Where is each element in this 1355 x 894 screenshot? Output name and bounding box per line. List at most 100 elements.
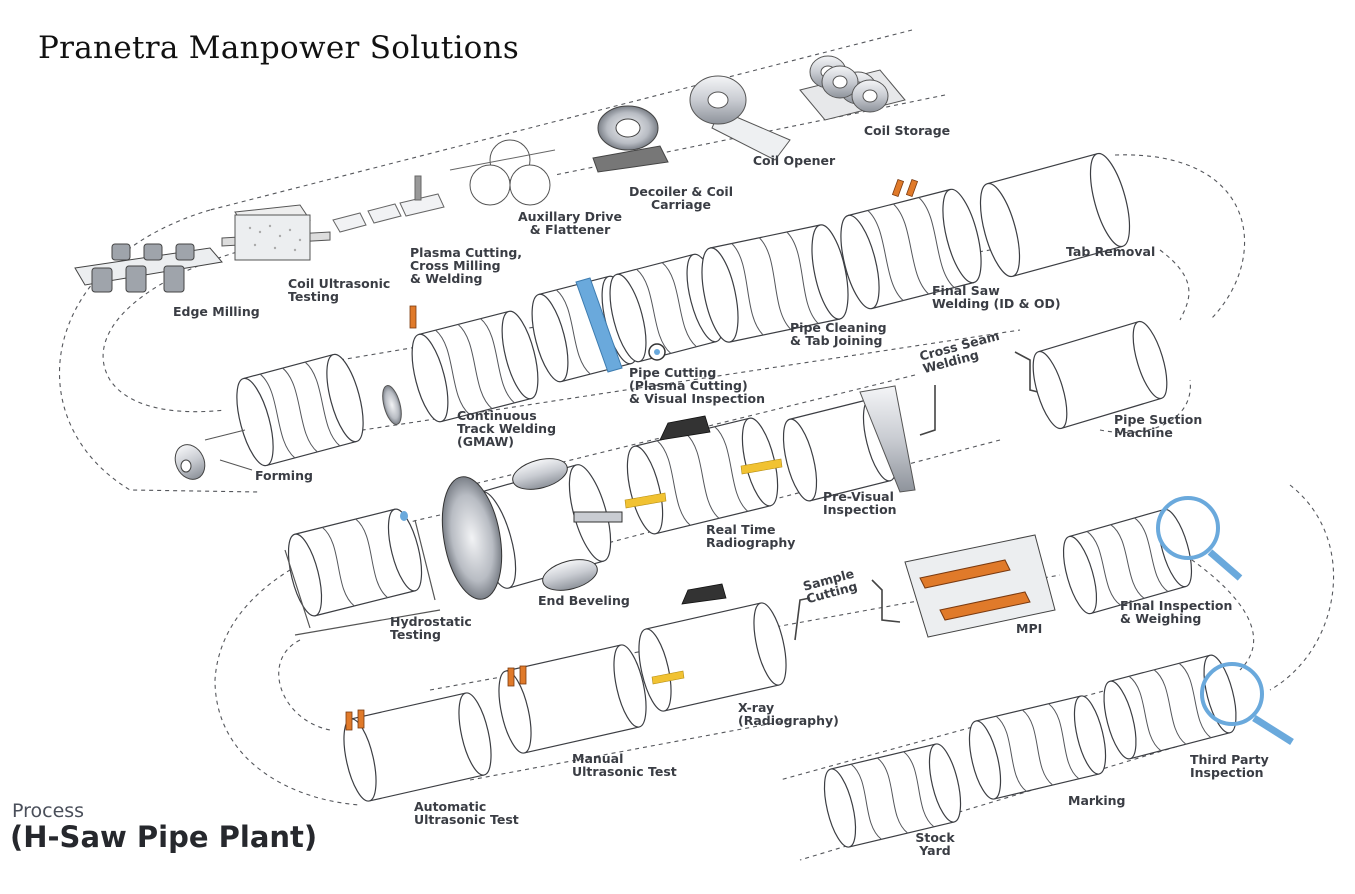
stage-label-line: Carriage [650, 197, 712, 212]
stage-label-line: Edge Milling [173, 304, 260, 319]
flow-path-right-loop-mid [1159, 249, 1190, 321]
stage-label-line: Continuous [457, 408, 537, 423]
stage-label-line: & Tab Joining [790, 333, 883, 348]
pipe-segment [498, 644, 647, 754]
stage-label-line: Decoiler & Coil [629, 184, 733, 199]
xray-heads [659, 415, 727, 605]
stage-label-line: (GMAW) [457, 434, 515, 449]
pipes-layer [236, 152, 1237, 848]
mpi-connector [871, 579, 901, 623]
coil-ultrasonic-illustration [221, 204, 331, 261]
pipe-segment [1032, 320, 1168, 430]
stage-label-line: Final Saw [932, 283, 1000, 298]
stage-label-line: Inspection [1190, 765, 1264, 780]
stage-label-line: Testing [390, 627, 441, 642]
stage-label-line: Welding (ID & OD) [932, 296, 1061, 311]
stage-label-line: & Weighing [1120, 611, 1202, 626]
pipe-segment [626, 417, 779, 535]
welding-torch-track [409, 305, 417, 329]
pipe-segment [236, 353, 364, 467]
stage-label-line: Coil Opener [752, 153, 836, 168]
pipe-segment [823, 743, 962, 848]
stage-label-line: & Welding [410, 271, 483, 286]
pipe-segment [979, 152, 1131, 278]
edge-milling-illustration [74, 243, 223, 293]
flow-path-edge-to-forming [102, 241, 276, 413]
flow-path-top-outer [209, 29, 913, 211]
pipe-segment [287, 508, 423, 617]
flow-path-bottom-row-top [779, 669, 1181, 781]
pipe-segment [1103, 654, 1237, 760]
stage-label-coil-opener: Coil Opener [753, 154, 835, 167]
pre-visual-frame [859, 385, 916, 493]
company-name: Pranetra Manpower Solutions [38, 30, 520, 66]
forming-coil [174, 429, 253, 480]
stage-label-pipe-cutting: Pipe Cutting(Plasma Cutting)& Visual Ins… [629, 366, 765, 405]
magnifier-third-party [1200, 662, 1294, 745]
stage-label-plasma-cutting: Plasma Cutting,Cross Milling& Welding [410, 246, 522, 285]
stage-label-line: Pipe Cleaning [790, 320, 887, 335]
stage-label-line: Pipe Cutting [629, 365, 717, 380]
pipe-cutting-ring [575, 277, 666, 373]
hydrostatic-frame [284, 511, 441, 636]
stage-label-end-beveling: End Beveling [538, 594, 630, 607]
track-welding-disc [382, 385, 402, 425]
process-label: Process [12, 800, 85, 822]
stage-label-line: (Radiography) [738, 713, 839, 728]
stage-label-line: End Beveling [538, 593, 630, 608]
stage-label-line: Hydrostatic [390, 614, 472, 629]
stage-label-line: Stock [915, 830, 955, 845]
stage-label-marking: Marking [1068, 794, 1125, 807]
flow-path-right-loop-upper [1114, 154, 1246, 321]
stage-label-line: Machine [1114, 425, 1173, 440]
radiography-yellow-markers [624, 458, 783, 685]
mpi-tank [904, 534, 1056, 638]
auxiliary-drive-illustration [449, 139, 556, 206]
sample-cutting-connector [794, 597, 811, 641]
stage-label-line: Forming [255, 468, 313, 483]
stage-label-edge-milling: Edge Milling [173, 305, 260, 318]
stage-label-line: (Plasma Cutting) [629, 378, 748, 393]
stage-label-line: Auxillary Drive [517, 209, 623, 224]
cross-seam-connector-down [919, 385, 936, 436]
flow-path-final-to-third [1184, 554, 1255, 671]
stage-label-line: Tab Removal [1066, 244, 1156, 259]
magnifier-final-inspection [1156, 496, 1243, 581]
plant-title: (H-Saw Pipe Plant) [10, 820, 318, 854]
stage-label-line: Pipe Suction [1114, 412, 1203, 427]
solid-connector-arrows [794, 351, 1051, 641]
stage-label-pipe-cleaning: Pipe Cleaning& Tab Joining [790, 321, 887, 347]
flow-path-lower-row-bottom [469, 719, 791, 781]
coil-opener-illustration [689, 75, 791, 161]
stage-label-line: Inspection [823, 502, 897, 517]
pipe-segment [968, 695, 1107, 800]
stage-label-line: Real Time [706, 522, 776, 537]
end-beveling-wheels [441, 458, 623, 600]
stage-label-line: Radiography [706, 535, 796, 550]
pipe-segment [343, 692, 492, 802]
stage-label-line: Pre-Visual [823, 489, 894, 504]
stage-label-mpi: MPI [1016, 622, 1042, 635]
stage-label-line: Ultrasonic Test [572, 764, 677, 779]
stage-label-line: Marking [1068, 793, 1126, 808]
flow-path-right-loop-lower [1269, 484, 1335, 691]
pipe-segment [411, 310, 539, 423]
stage-label-line: Manual [572, 751, 624, 766]
stage-label-line: MPI [1016, 621, 1043, 636]
pipe-segment [1062, 508, 1193, 615]
ut-probes [345, 665, 527, 731]
decoiler-illustration [592, 105, 669, 173]
stage-label-x-ray: X-ray(Radiography) [738, 701, 839, 727]
stage-label-line: Coil Storage [863, 123, 951, 138]
welding-torches-final-saw [891, 178, 919, 198]
stage-label-tab-removal: Tab Removal [1066, 245, 1155, 258]
